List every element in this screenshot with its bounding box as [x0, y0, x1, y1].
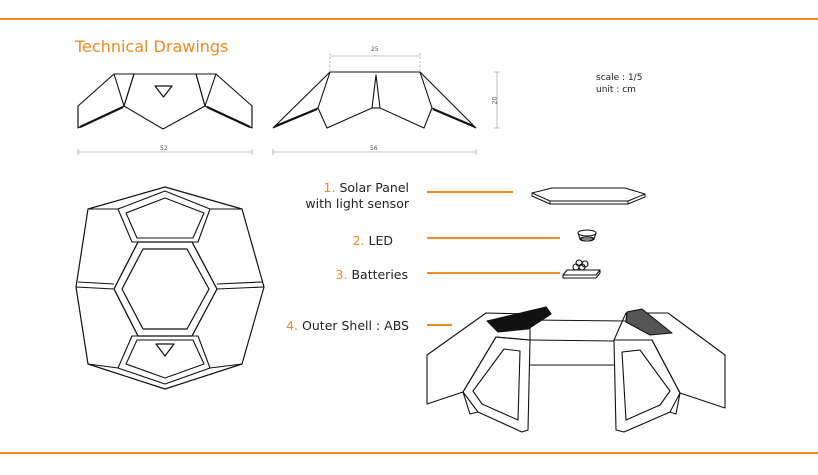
- top-view-drawing: [75, 186, 265, 390]
- top-rule: [0, 18, 818, 20]
- label-number: 4.: [286, 318, 299, 333]
- page-title: Technical Drawings: [75, 37, 229, 56]
- side-elevation-drawing: [272, 53, 500, 155]
- label-name: Outer Shell : ABS: [302, 318, 409, 333]
- label-outer-shell: 4. Outer Shell : ABS: [286, 318, 409, 334]
- front-width-dimension: 52: [160, 145, 168, 152]
- side-top-dimension: 25: [371, 46, 379, 53]
- label-solar-panel: 1. Solar Panel with light sensor: [305, 180, 409, 212]
- leader-outer-shell: [427, 324, 452, 326]
- label-number: 2.: [352, 233, 365, 248]
- scale-info: scale : 1/5 unit : cm: [596, 72, 642, 96]
- batteries-part: [562, 259, 601, 279]
- label-batteries: 3. Batteries: [336, 267, 408, 283]
- label-led: 2. LED: [353, 233, 393, 249]
- outer-shell-part: [426, 306, 726, 433]
- label-detail: with light sensor: [305, 196, 409, 211]
- side-width-dimension: 56: [370, 145, 378, 152]
- front-elevation-drawing: [77, 73, 253, 155]
- label-name: Batteries: [351, 267, 408, 282]
- leader-batteries: [427, 272, 560, 274]
- label-name: LED: [368, 233, 394, 248]
- solar-panel-part: [531, 187, 646, 205]
- leader-led: [427, 237, 560, 239]
- leader-solar-panel: [427, 191, 513, 193]
- unit-text: unit : cm: [596, 85, 636, 95]
- label-name: Solar Panel: [339, 180, 409, 195]
- bottom-rule: [0, 452, 818, 454]
- scale-text: scale : 1/5: [596, 73, 643, 83]
- led-part: [577, 229, 597, 242]
- label-number: 1.: [323, 180, 336, 195]
- label-number: 3.: [335, 267, 348, 282]
